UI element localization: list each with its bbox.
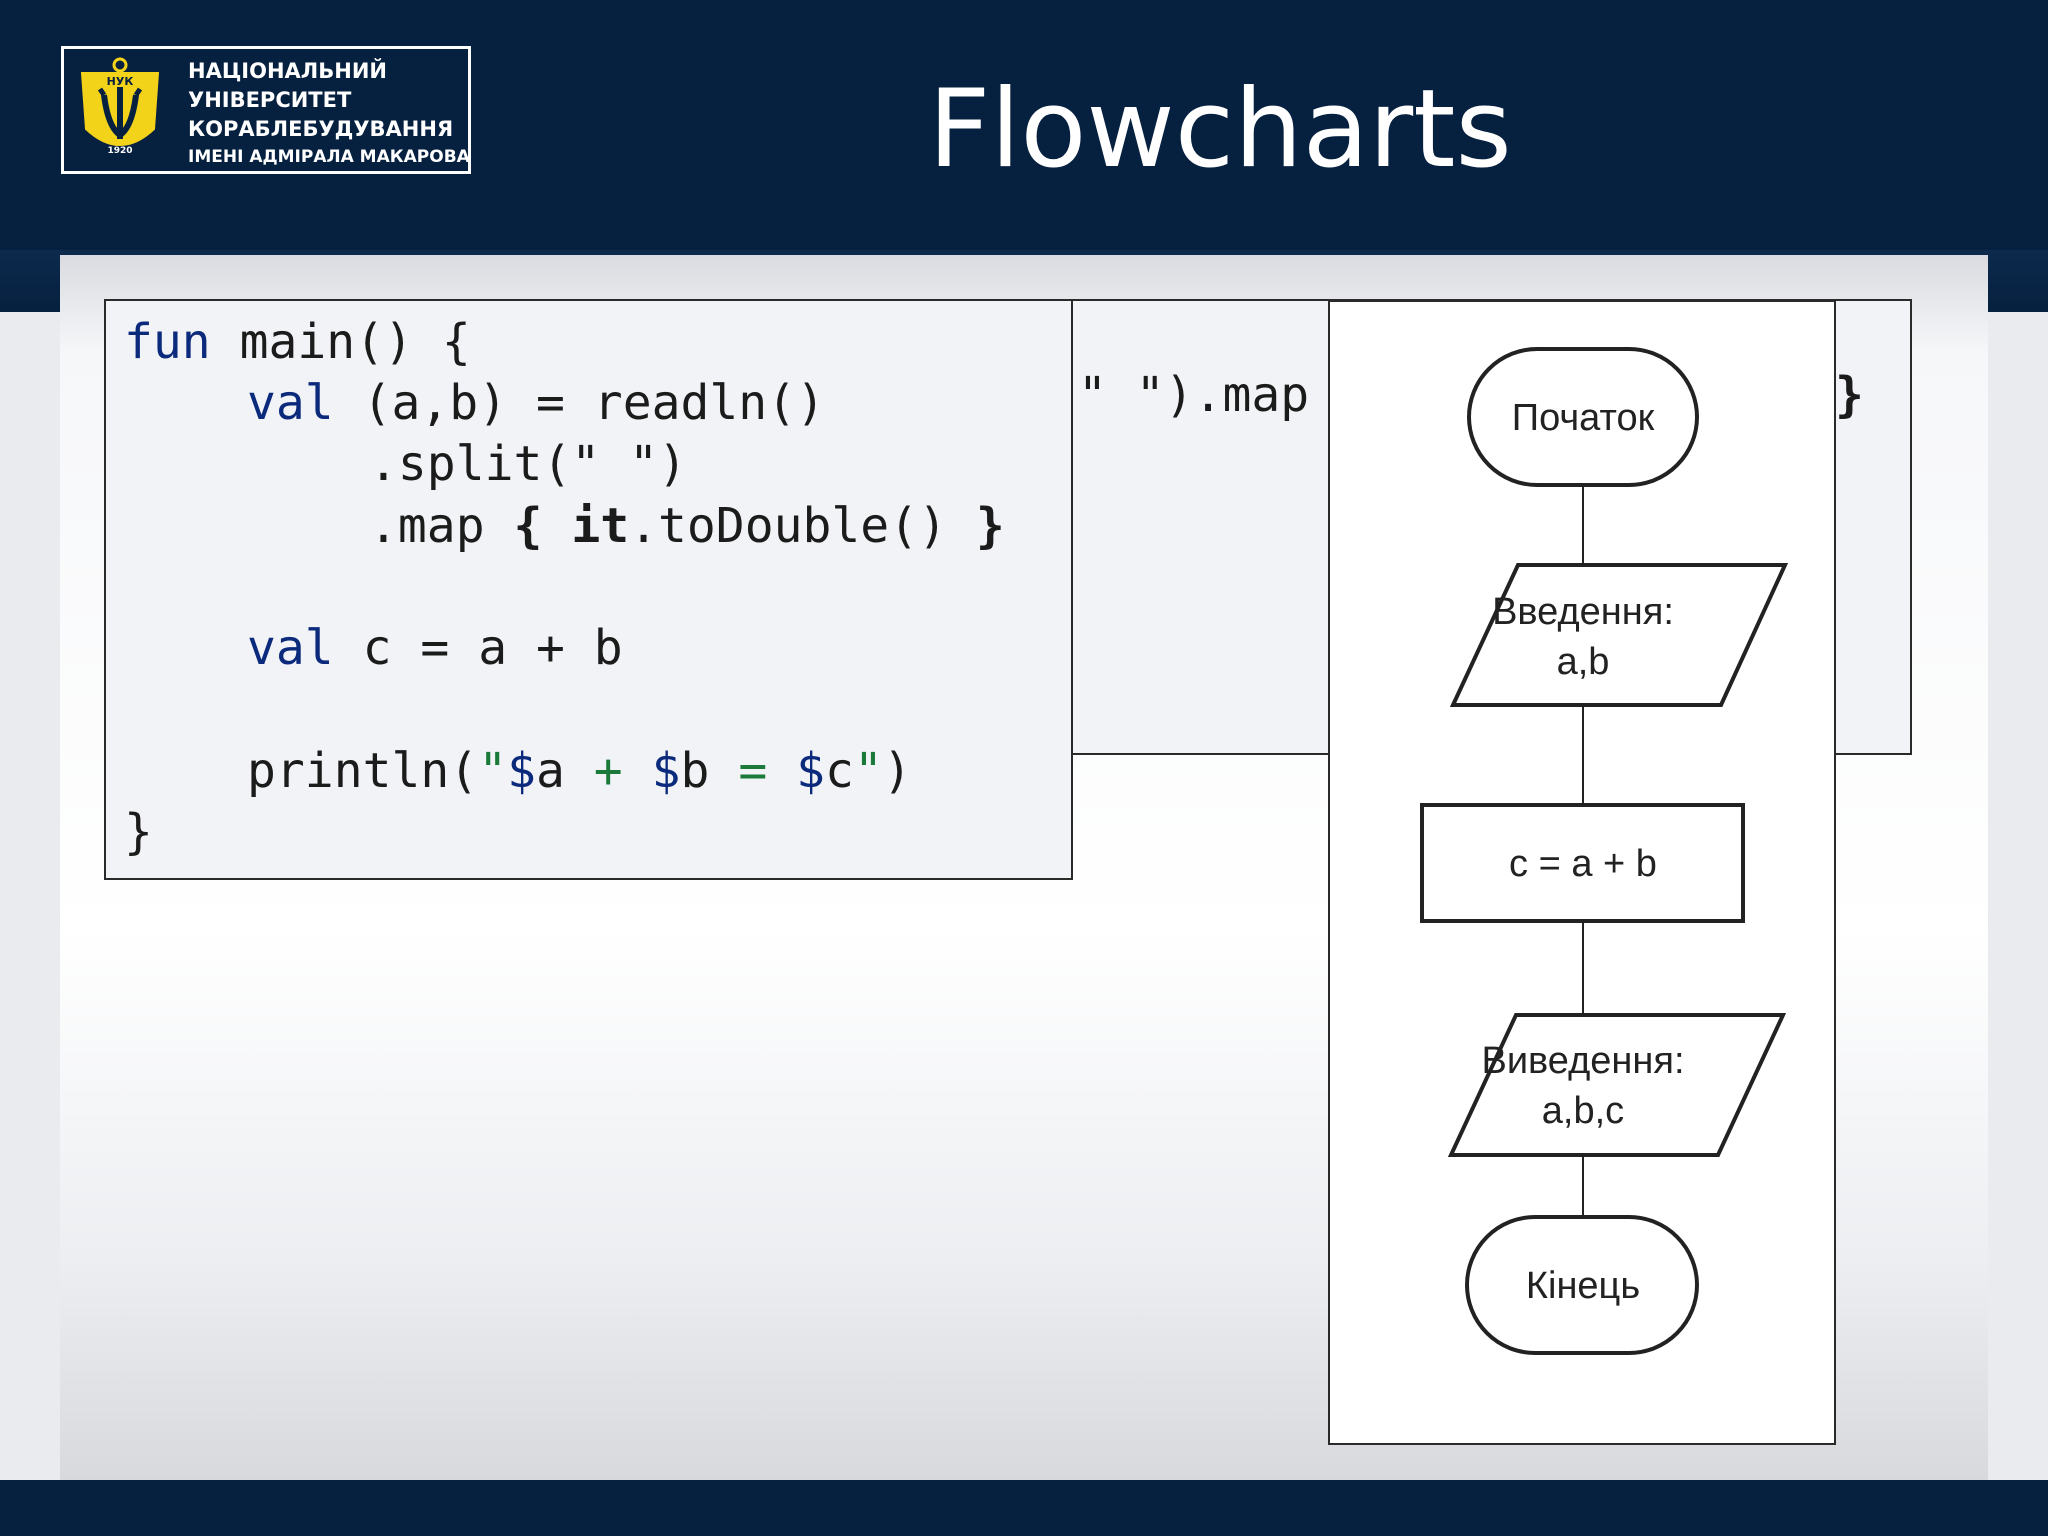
code-line-2: val (a,b) = readln(): [247, 373, 825, 433]
code-text: }: [124, 804, 153, 860]
university-emblem-icon: НУК 1920: [80, 57, 160, 156]
footer-bar: [0, 1480, 2048, 1536]
code-template-var: b: [680, 743, 710, 799]
code-text: ): [882, 743, 912, 799]
code-text: println(: [247, 743, 479, 799]
code-line-1: fun main() {: [124, 312, 471, 372]
university-name-line-2: УНІВЕРСИТЕТ: [188, 88, 352, 112]
code-template-dollar: $: [796, 743, 826, 799]
flowchart-panel: Початок Введення: a,b c = a + b Виведенн…: [1328, 300, 1836, 1445]
code-string-text: =: [709, 743, 797, 799]
input-parallelogram: [1449, 563, 1789, 707]
output-parallelogram: [1447, 1013, 1787, 1157]
code-brace: {: [513, 498, 543, 554]
output-label: Виведення:: [1481, 1040, 1684, 1082]
input-label: Введення:: [1492, 591, 1674, 633]
emblem-text: НУК: [107, 75, 134, 88]
university-name-line-4: ІМЕНІ АДМІРАЛА МАКАРОВА: [188, 147, 470, 167]
code-keyword: val: [247, 375, 334, 431]
input-vars: a,b: [1557, 641, 1610, 683]
process-label: c = a + b: [1509, 843, 1657, 885]
code-text: (a,b) = readln(): [333, 375, 825, 431]
code-line-6: println("$a + $b = $c"): [247, 741, 912, 801]
university-name: НАЦІОНАЛЬНИЙ УНІВЕРСИТЕТ КОРАБЛЕБУДУВАНН…: [188, 57, 470, 170]
start-terminator: [1467, 347, 1699, 487]
flowchart-diagram: Початок Введення: a,b c = a + b Виведенн…: [1420, 347, 1789, 1355]
output-vars: a,b,c: [1542, 1090, 1624, 1132]
university-name-line-1: НАЦІОНАЛЬНИЙ: [188, 59, 387, 83]
code-line-3: .split(" "): [369, 434, 687, 494]
emblem-year: 1920: [107, 146, 132, 156]
code-template-var: a: [536, 743, 565, 799]
process-box: [1420, 803, 1745, 923]
slide-title: Flowcharts: [928, 67, 1512, 192]
code-line-4: .map { it.toDouble() }: [369, 496, 1005, 556]
code-template-dollar: $: [651, 743, 681, 799]
end-terminator: [1465, 1215, 1699, 1355]
code-line-7: }: [124, 802, 153, 862]
background-code-brace: }: [1835, 367, 1864, 423]
university-name-line-3: КОРАБЛЕБУДУВАННЯ: [188, 117, 454, 141]
code-text: .split(" "): [369, 436, 687, 492]
code-text: .toDouble(): [629, 498, 976, 554]
university-logo: НУК 1920 НАЦІОНАЛЬНИЙ УНІВЕРСИТЕТ КОРАБЛ…: [61, 46, 471, 174]
code-string-quote: ": [853, 743, 883, 799]
code-text: c = a + b: [333, 620, 623, 676]
code-text: .map: [369, 498, 514, 554]
code-template-var: c: [825, 743, 854, 799]
code-template-dollar: $: [507, 743, 536, 799]
code-it-keyword: it: [571, 498, 630, 554]
end-label: Кінець: [1526, 1265, 1640, 1307]
code-keyword: val: [247, 620, 334, 676]
code-brace: }: [975, 498, 1005, 554]
code-keyword: fun: [124, 314, 211, 370]
code-string-text: +: [564, 743, 652, 799]
code-string-quote: ": [478, 743, 508, 799]
code-panel: fun main() { val (a,b) = readln() .split…: [104, 299, 1073, 880]
start-label: Початок: [1512, 397, 1655, 439]
background-code-fragment: " ").map: [1078, 367, 1310, 423]
code-line-5: val c = a + b: [247, 618, 623, 678]
code-text: main() {: [210, 314, 471, 370]
